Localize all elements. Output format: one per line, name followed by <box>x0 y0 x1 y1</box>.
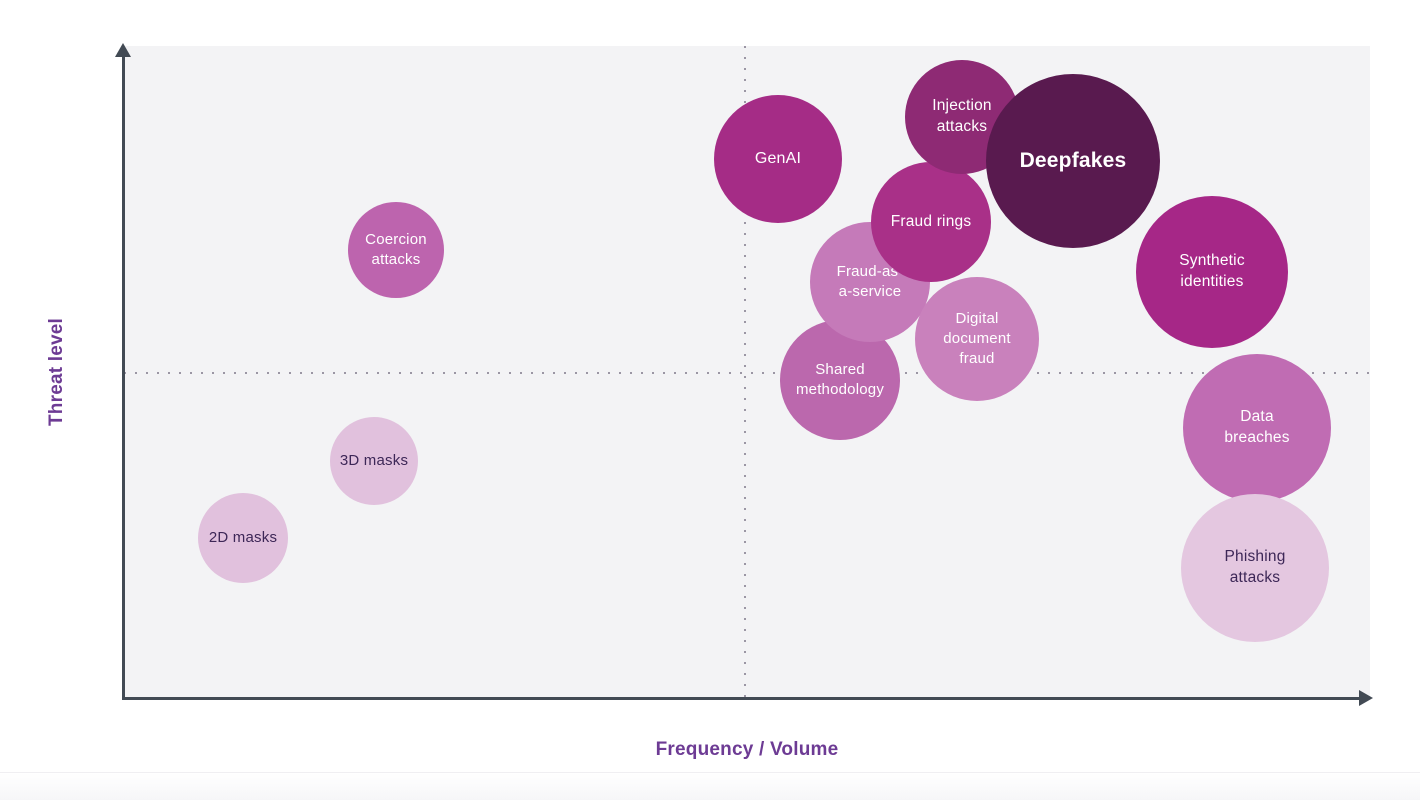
bubble-label: Deepfakes <box>1019 148 1127 172</box>
bubble-label: Fraud rings <box>890 212 972 230</box>
x-axis-label: Frequency / Volume <box>655 739 839 760</box>
bubble-label: Coercion attacks <box>365 230 427 268</box>
bubble-label: Fraud-as- a-service <box>836 262 904 300</box>
bubble-label: 3D masks <box>339 451 409 469</box>
bubble-phishing-attacks: Phishing attacks <box>1181 494 1329 642</box>
bubble-label: GenAI <box>754 150 802 168</box>
bubble-synthetic-identities: Synthetic identities <box>1136 196 1288 348</box>
bubble-label: 2D masks <box>208 528 278 546</box>
bubble-label: Shared methodology <box>795 360 885 398</box>
y-axis-label: Threat level <box>46 317 67 427</box>
bubble-fraud-rings: Fraud rings <box>871 162 991 282</box>
next-section-edge <box>0 772 1420 800</box>
x-axis-line <box>123 697 1361 700</box>
bubble-2d-masks: 2D masks <box>198 493 288 583</box>
bubble-label: Digital document fraud <box>943 309 1011 368</box>
bubble-label: Phishing attacks <box>1224 548 1286 586</box>
bubble-label: Injection attacks <box>932 97 992 135</box>
y-axis-arrow-icon <box>115 43 131 57</box>
bubble-digital-document-fraud: Digital document fraud <box>915 277 1039 401</box>
x-axis-arrow-icon <box>1359 690 1373 706</box>
horizontal-quadrant-gridline <box>124 372 1370 374</box>
bubble-label: Data breaches <box>1224 408 1290 446</box>
bubble-coercion-attacks: Coercion attacks <box>348 202 444 298</box>
bubble-label: Synthetic identities <box>1179 252 1245 290</box>
y-axis-line <box>122 54 125 700</box>
bubble-data-breaches: Data breaches <box>1183 354 1331 502</box>
bubble-genai: GenAI <box>714 95 842 223</box>
bubble-deepfakes: Deepfakes <box>986 74 1160 248</box>
bubble-3d-masks: 3D masks <box>330 417 418 505</box>
